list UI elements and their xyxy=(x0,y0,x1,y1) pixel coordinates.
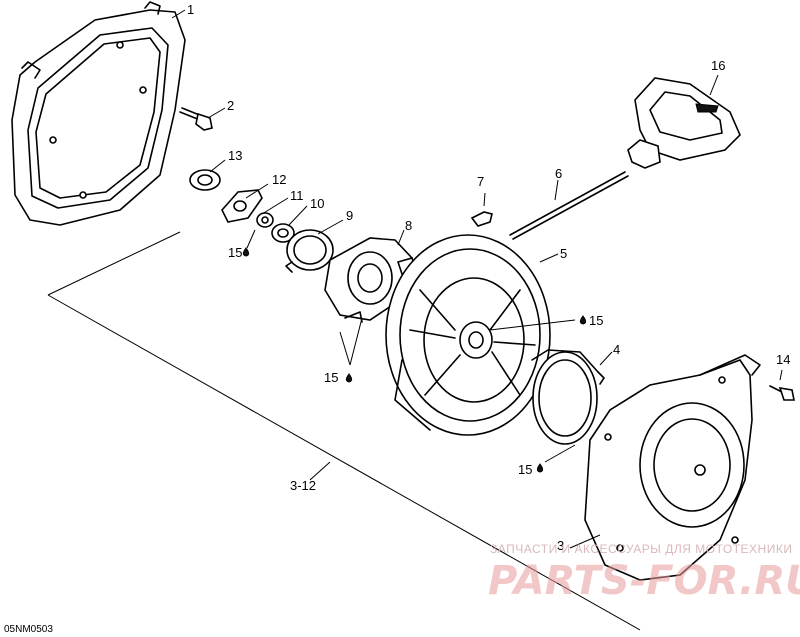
label-1: 1 xyxy=(187,2,194,17)
part-3-housing-cover xyxy=(584,354,761,581)
part-10-bushing xyxy=(271,223,295,243)
label-14: 14 xyxy=(776,352,790,367)
leader-lines xyxy=(171,9,783,549)
part-16-handle xyxy=(627,77,741,169)
label-15-b: 15 xyxy=(324,370,338,385)
label-12: 12 xyxy=(272,172,286,187)
part-13-washer xyxy=(189,169,221,191)
label-13: 13 xyxy=(228,148,242,163)
label-3: 3 xyxy=(557,538,564,553)
label-2: 2 xyxy=(227,98,234,113)
part-2-bolt xyxy=(179,107,213,131)
label-15-a: 15 xyxy=(228,245,242,260)
part-11-washer xyxy=(256,212,274,228)
label-8: 8 xyxy=(405,218,412,233)
part-1-housing-ring xyxy=(11,1,186,226)
group-bracket-lines xyxy=(47,231,641,631)
label-11: 11 xyxy=(290,188,304,203)
drawing-code: 05NM0503 xyxy=(4,624,53,635)
part-4-recoil-spring xyxy=(531,349,605,445)
watermark-subtitle: ЗАПЧАСТИ И АКСЕССУАРЫ ДЛЯ МОТОТЕХНИКИ xyxy=(490,542,792,556)
part-6-rope xyxy=(509,171,629,240)
watermark-brand: PARTS-FOR.RU xyxy=(488,558,800,604)
part-14-screw xyxy=(769,385,795,401)
label-4: 4 xyxy=(613,342,620,357)
droplet-icon xyxy=(345,373,353,383)
label-15-d: 15 xyxy=(518,462,532,477)
part-7-key xyxy=(470,211,493,227)
label-16: 16 xyxy=(711,58,725,73)
label-10: 10 xyxy=(310,196,324,211)
label-6: 6 xyxy=(555,166,562,181)
label-9: 9 xyxy=(346,208,353,223)
label-5: 5 xyxy=(560,246,567,261)
label-7: 7 xyxy=(477,174,484,189)
lubricant-icons xyxy=(242,247,587,473)
droplet-icon xyxy=(536,463,544,473)
label-3-12: 3-12 xyxy=(290,478,316,493)
part-9-spring xyxy=(285,229,334,273)
droplet-icon xyxy=(242,247,250,257)
part-12-plate xyxy=(221,189,263,223)
part-5-sheave xyxy=(385,234,551,436)
droplet-icon xyxy=(579,315,587,325)
callout-labels: 1 2 13 12 11 10 9 8 7 6 5 4 14 16 3 3-12… xyxy=(187,2,790,553)
watermark: ЗАПЧАСТИ И АКСЕССУАРЫ ДЛЯ МОТОТЕХНИКИ PA… xyxy=(488,542,800,604)
label-15-c: 15 xyxy=(589,313,603,328)
